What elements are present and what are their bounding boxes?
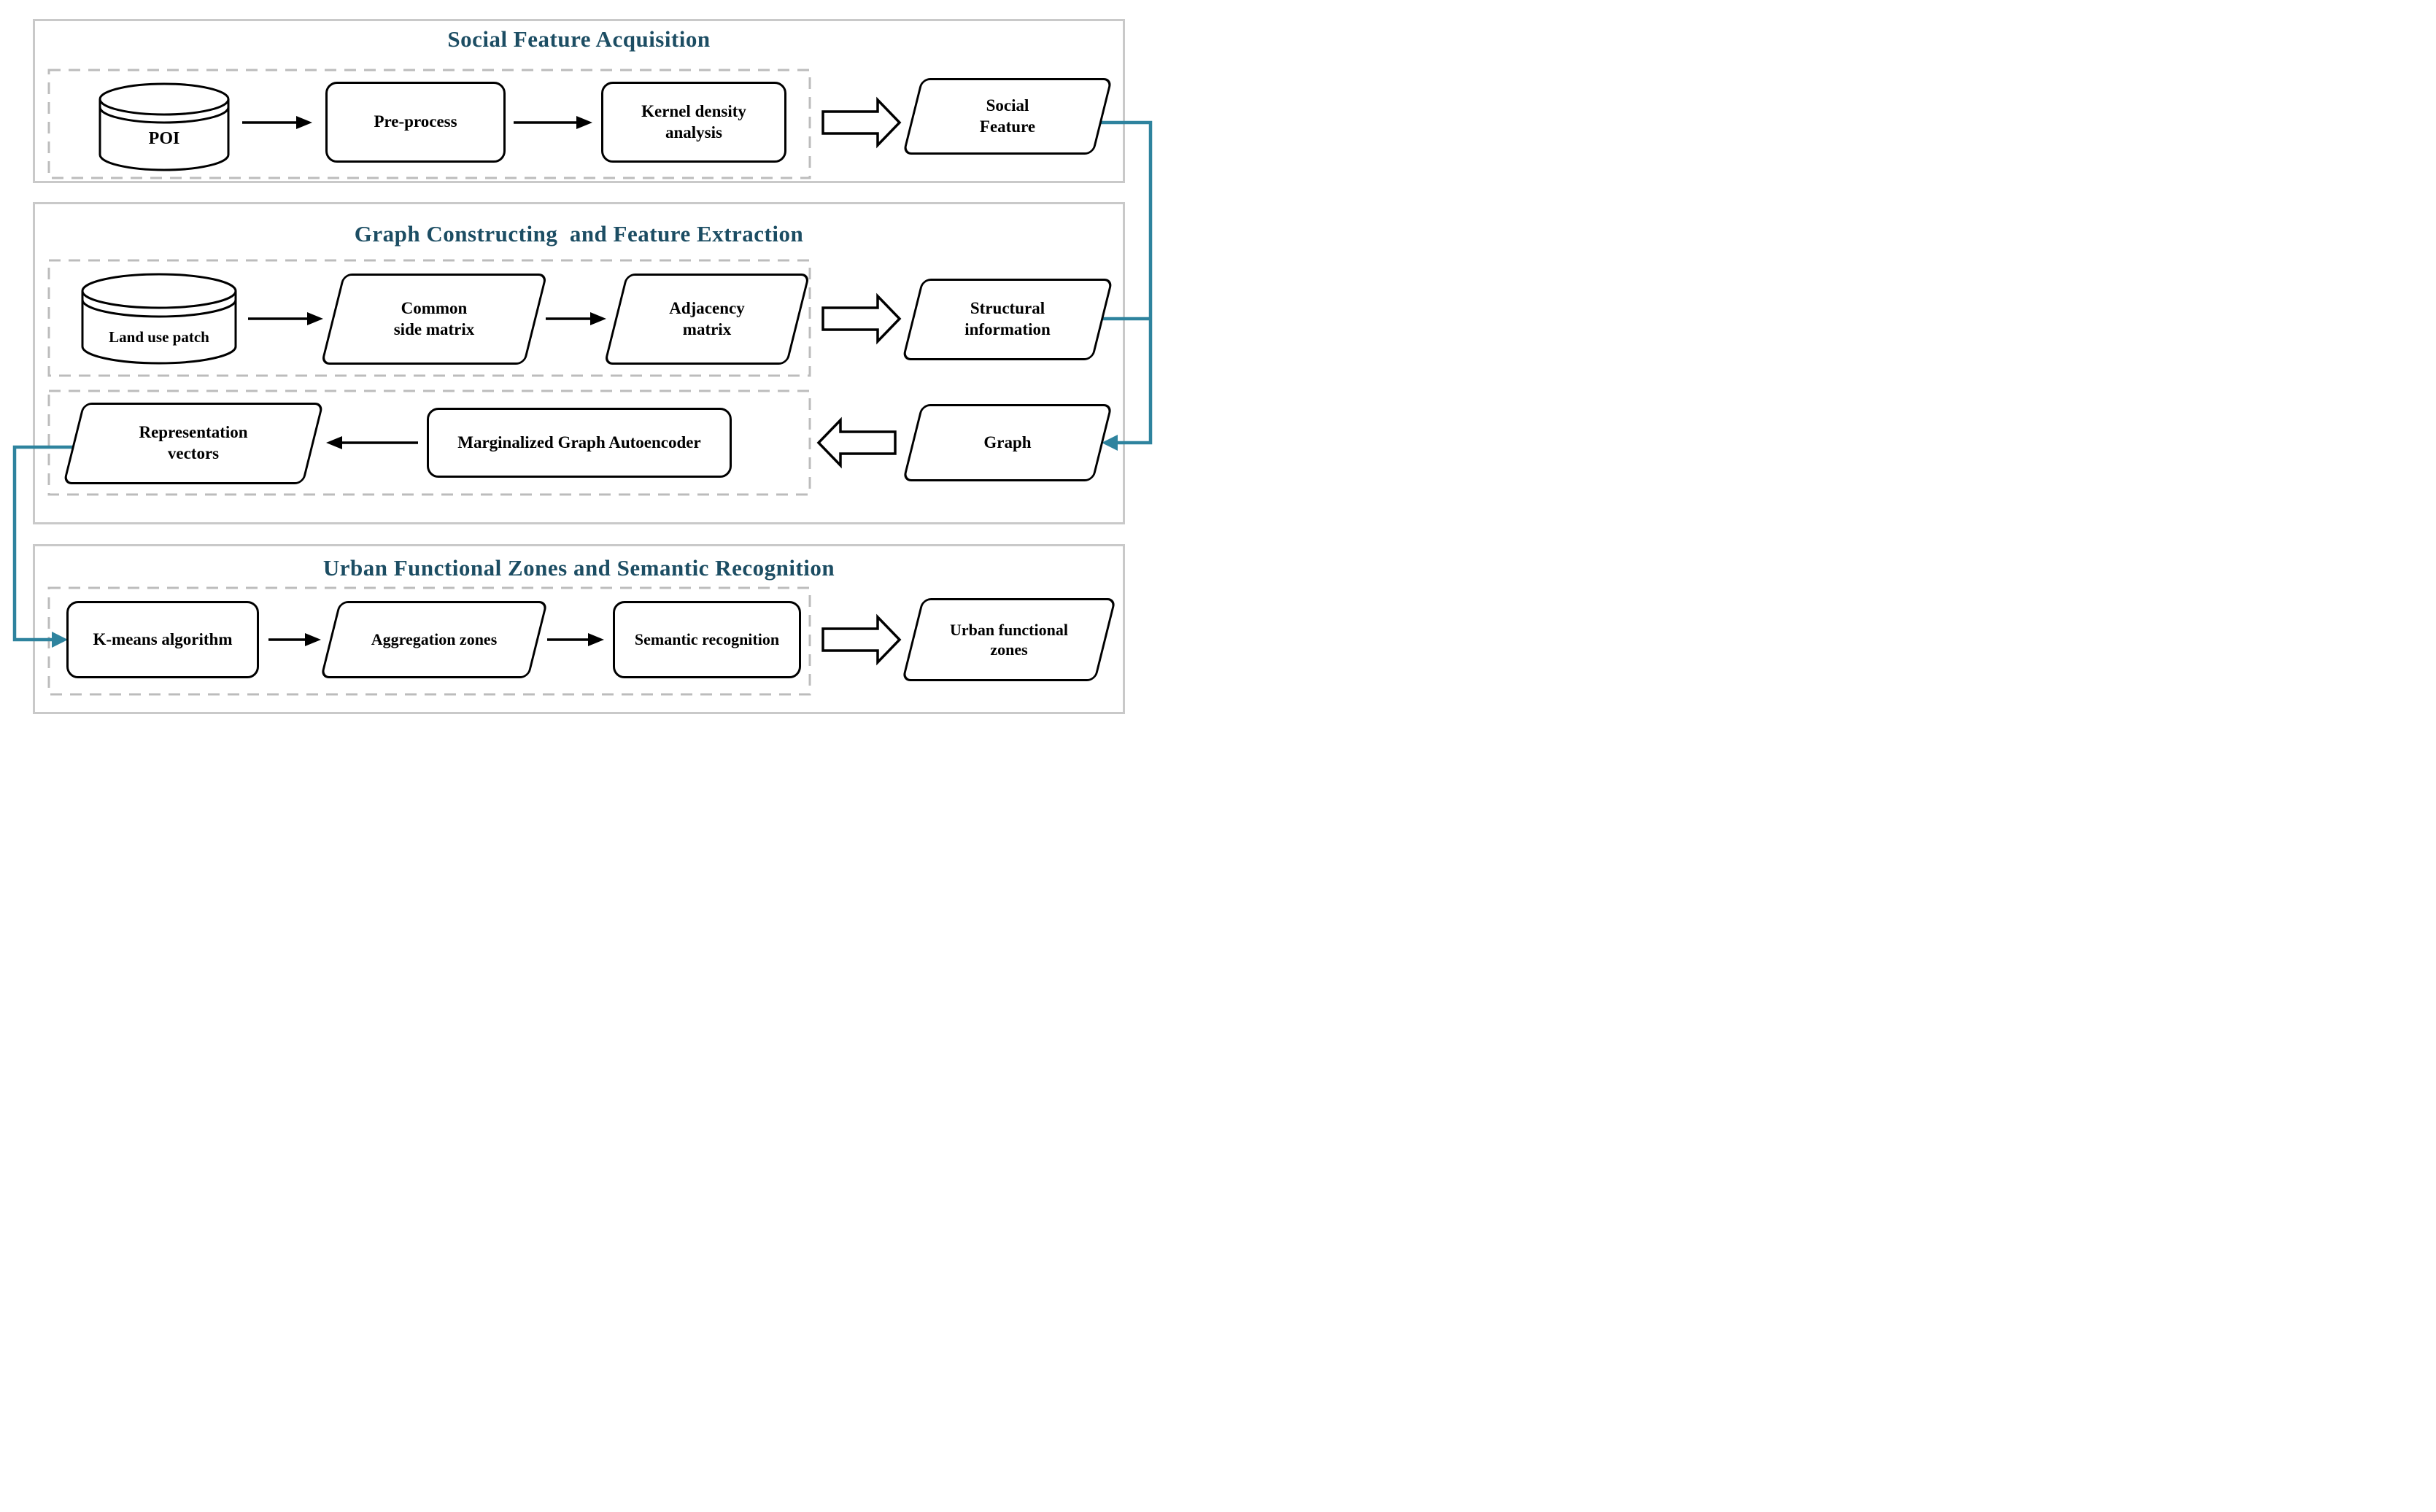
common-side-line2: side matrix <box>393 319 475 338</box>
teal-link-socialfeature-structural-to-graph <box>1097 120 1153 451</box>
node-social-feature: Social Feature <box>902 78 1113 155</box>
node-marginalized-graph-autoencoder: Marginalized Graph Autoencoder <box>427 408 732 478</box>
node-graph: Graph <box>902 404 1113 481</box>
connector-layer <box>12 69 1153 696</box>
node-semantic-label: Semantic recognition <box>634 630 780 649</box>
node-kmeans-label: K-means algorithm <box>93 629 233 648</box>
block-arrow-adjacency-to-structural <box>821 292 902 345</box>
arrow-kmeans-to-aggregation <box>268 633 321 646</box>
node-mga-label: Marginalized Graph Autoencoder <box>457 433 701 451</box>
adjacency-line1: Adjacency <box>669 298 745 317</box>
arrow-preprocess-to-kernel <box>514 116 592 129</box>
kernel-line1: Kernel density <box>641 101 746 120</box>
urban-line1: Urban functional <box>950 620 1068 639</box>
structural-line2: information <box>964 320 1051 338</box>
node-structural-label: Structural information <box>964 298 1051 341</box>
node-preprocess-label: Pre-process <box>374 112 457 131</box>
node-semantic-recognition: Semantic recognition <box>613 601 801 678</box>
social-feature-line1: Social <box>986 96 1029 115</box>
node-structural-information: Structural information <box>902 279 1113 360</box>
arrow-landuse-to-commonside <box>248 312 323 325</box>
arrow-aggregation-to-semantic <box>547 633 604 646</box>
node-adjacency-matrix: Adjacency matrix <box>603 274 811 365</box>
arrow-poi-to-preprocess <box>242 116 312 129</box>
database-cylinder-poi <box>98 82 230 171</box>
section-title-urban-functional-zones: Urban Functional Zones and Semantic Reco… <box>322 555 835 581</box>
node-landuse-label: Land use patch <box>109 327 209 346</box>
section-title-graph-constructing: Graph Constructing and Feature Extractio… <box>354 221 804 247</box>
structural-line1: Structural <box>970 299 1045 318</box>
node-representation-vectors: Representation vectors <box>63 403 324 484</box>
node-representation-label: Representation vectors <box>139 422 247 465</box>
social-feature-line2: Feature <box>979 117 1036 136</box>
node-graph-label: Graph <box>983 433 1032 451</box>
node-urban-label: Urban functional zones <box>950 620 1068 660</box>
arrow-mga-to-representation <box>326 436 418 449</box>
node-aggregation-label: Aggregation zones <box>371 630 498 649</box>
node-kernel-density-label: Kernel density analysis <box>641 101 746 144</box>
teal-link-representation-to-kmeans <box>12 445 76 648</box>
urban-line2: zones <box>990 640 1028 659</box>
node-common-side-matrix: Common side matrix <box>320 274 548 365</box>
node-kmeans-algorithm: K-means algorithm <box>66 601 259 678</box>
dashed-region-row1 <box>47 69 811 179</box>
block-arrow-graph-to-mga <box>816 416 897 469</box>
node-social-feature-label: Social Feature <box>980 96 1035 138</box>
database-cylinder-land-use <box>81 273 237 365</box>
kernel-line2: analysis <box>665 123 722 141</box>
node-poi-label: POI <box>148 128 180 148</box>
dashed-region-row2 <box>47 259 811 377</box>
node-urban-functional-zones: Urban functional zones <box>901 598 1117 681</box>
block-arrow-semantic-to-urban <box>821 613 902 666</box>
node-aggregation-zones: Aggregation zones <box>320 601 549 678</box>
arrow-commonside-to-adjacency <box>546 312 606 325</box>
block-arrow-kernel-to-socialfeature <box>821 96 902 149</box>
representation-line1: Representation <box>139 423 248 442</box>
section-title-social-feature-acquisition: Social Feature Acquisition <box>447 26 711 52</box>
flowchart-canvas: Social Feature Acquisition Graph Constru… <box>0 0 1167 724</box>
representation-line2: vectors <box>167 444 220 462</box>
adjacency-line2: matrix <box>682 319 732 338</box>
node-adjacency-label: Adjacency matrix <box>669 298 744 341</box>
node-preprocess: Pre-process <box>325 82 506 163</box>
node-kernel-density: Kernel density analysis <box>601 82 786 163</box>
node-common-side-label: Common side matrix <box>394 298 475 341</box>
dashed-region-row3 <box>47 389 811 496</box>
common-side-line1: Common <box>401 298 468 317</box>
